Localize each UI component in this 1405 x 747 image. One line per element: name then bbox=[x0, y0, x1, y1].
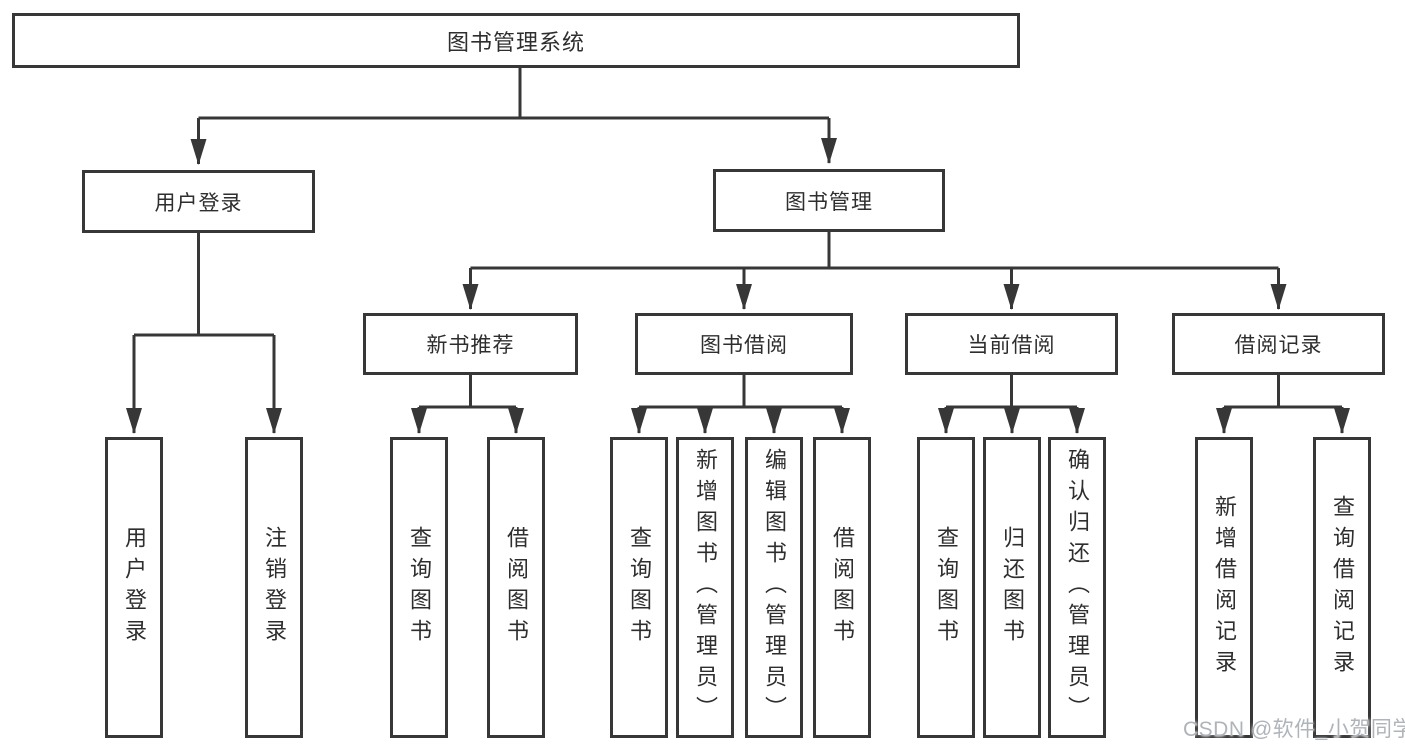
node-new-book-recommend: 新书推荐 bbox=[363, 313, 578, 375]
node-current-borrowing: 当前借阅 bbox=[905, 313, 1118, 375]
leaf-add-borrow-record-label: 新增借阅记录 bbox=[1212, 494, 1237, 681]
leaf-borrow-books-recommend: 借阅图书 bbox=[487, 437, 545, 738]
csdn-watermark: CSDN @软件_小贺同学 bbox=[1183, 718, 1405, 741]
leaf-add-books-admin: 新增图书（管理员） bbox=[676, 437, 734, 738]
node-library-management-system: 图书管理系统 bbox=[12, 13, 1020, 68]
leaf-logout-label: 注销登录 bbox=[262, 525, 287, 650]
leaf-query-books-borrowing: 查询图书 bbox=[610, 437, 668, 738]
leaf-return-books: 归还图书 bbox=[983, 437, 1041, 738]
node-book-management: 图书管理 bbox=[713, 169, 945, 232]
leaf-logout: 注销登录 bbox=[245, 437, 303, 738]
leaf-borrow-books: 借阅图书 bbox=[813, 437, 871, 738]
leaf-query-books-recommend: 查询图书 bbox=[390, 437, 448, 738]
leaf-user-login-label: 用户登录 bbox=[122, 525, 147, 650]
leaf-confirm-return-admin: 确认归还（管理员） bbox=[1048, 437, 1106, 738]
leaf-query-borrow-record-label: 查询借阅记录 bbox=[1330, 494, 1355, 681]
leaf-add-books-admin-label: 新增图书（管理员） bbox=[693, 448, 718, 727]
leaf-query-books-borrowing-label: 查询图书 bbox=[627, 525, 652, 650]
leaf-query-books-current: 查询图书 bbox=[917, 437, 975, 738]
leaf-edit-books-admin: 编辑图书（管理员） bbox=[745, 437, 803, 738]
leaf-edit-books-admin-label: 编辑图书（管理员） bbox=[762, 448, 787, 727]
leaf-query-borrow-record: 查询借阅记录 bbox=[1313, 437, 1371, 738]
leaf-return-books-label: 归还图书 bbox=[1000, 525, 1025, 650]
leaf-confirm-return-admin-label: 确认归还（管理员） bbox=[1065, 448, 1090, 727]
leaf-user-login: 用户登录 bbox=[105, 437, 163, 738]
leaf-borrow-books-label: 借阅图书 bbox=[830, 525, 855, 650]
node-book-borrowing: 图书借阅 bbox=[635, 313, 853, 375]
leaf-query-books-recommend-label: 查询图书 bbox=[407, 525, 432, 650]
leaf-query-books-current-label: 查询图书 bbox=[934, 525, 959, 650]
node-user-login: 用户登录 bbox=[82, 170, 315, 233]
node-borrow-records: 借阅记录 bbox=[1172, 313, 1385, 375]
leaf-borrow-books-recommend-label: 借阅图书 bbox=[504, 525, 529, 650]
leaf-add-borrow-record: 新增借阅记录 bbox=[1195, 437, 1253, 738]
